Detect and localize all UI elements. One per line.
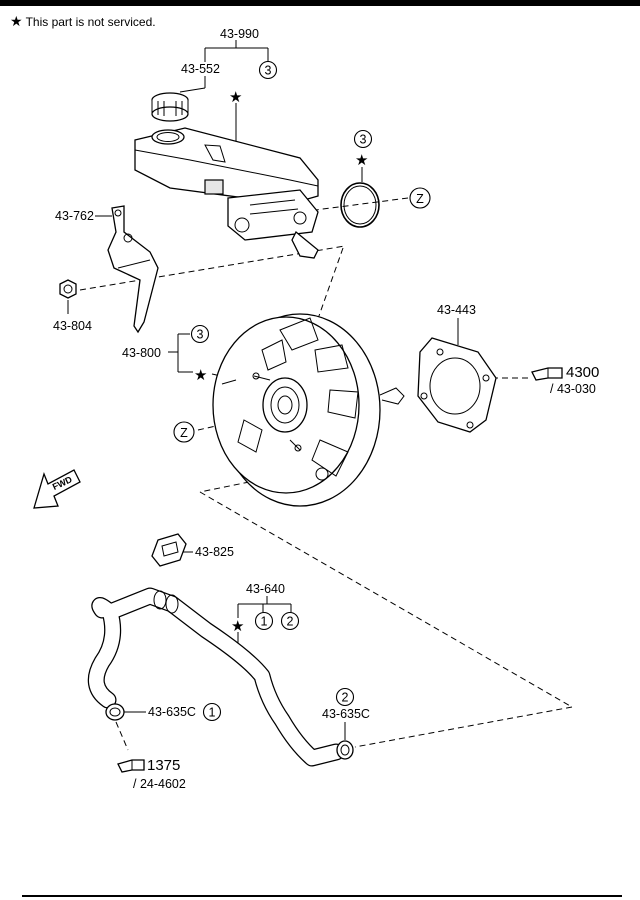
circled-2-hose: 2	[280, 611, 300, 631]
callout-43-640: 43-640	[246, 582, 285, 596]
ref-1375-sub: / 24-4602	[133, 777, 186, 791]
o-ring	[340, 182, 380, 228]
nut	[59, 279, 77, 299]
svg-text:2: 2	[287, 615, 294, 629]
callout-43-825: 43-825	[195, 545, 234, 559]
vacuum-hose	[87, 587, 345, 767]
svg-text:2: 2	[342, 691, 349, 705]
pointing-hand-icon	[531, 367, 563, 381]
circled-3-reservoir: 3	[258, 60, 278, 80]
callout-43-552: 43-552	[181, 62, 220, 76]
hose-clamp-upper	[336, 740, 354, 760]
pointing-hand-icon	[117, 759, 145, 773]
callout-43-443: 43-443	[437, 303, 476, 317]
star-icon: ★	[194, 367, 207, 384]
circled-1-clamp: 1	[202, 702, 222, 722]
callout-43-762: 43-762	[55, 209, 94, 223]
callout-43-635c-lower: 43-635C	[148, 705, 196, 719]
star-icon: ★	[231, 618, 244, 635]
legend-note: ★This part is not serviced.	[10, 13, 156, 30]
svg-text:Z: Z	[416, 192, 424, 206]
bracket	[107, 205, 159, 334]
circled-1-hose: 1	[254, 611, 274, 631]
svg-text:1: 1	[209, 706, 216, 720]
reference-4300: 4300 / 43-030	[531, 364, 599, 396]
circled-3-booster: 3	[190, 324, 210, 344]
ref-1375-number: 1375	[147, 757, 180, 774]
callout-43-804: 43-804	[53, 319, 92, 333]
legend-note-text: This part is not serviced.	[25, 15, 156, 29]
fwd-arrow-icon: FWD	[33, 469, 81, 509]
brake-booster	[212, 313, 405, 507]
circled-3-oring: 3	[353, 129, 373, 149]
gasket	[417, 337, 497, 433]
top-border	[0, 0, 640, 6]
star-icon: ★	[10, 13, 23, 29]
bottom-border	[22, 895, 622, 897]
ref-4300-number: 4300	[566, 364, 599, 381]
svg-text:3: 3	[197, 328, 204, 342]
hose-clamp-lower	[105, 703, 125, 721]
circled-z-oring: Z	[409, 187, 431, 209]
star-icon: ★	[229, 89, 242, 106]
svg-text:3: 3	[360, 133, 367, 147]
circled-z-booster: Z	[173, 421, 195, 443]
ref-4300-sub: / 43-030	[550, 382, 596, 396]
callout-43-635c-upper: 43-635C	[322, 707, 370, 721]
svg-text:3: 3	[265, 64, 272, 78]
svg-text:1: 1	[261, 615, 268, 629]
callout-43-990: 43-990	[220, 27, 259, 41]
reference-1375: 1375 / 24-4602	[117, 757, 186, 791]
star-icon: ★	[355, 152, 368, 169]
master-cylinder-reservoir	[134, 127, 319, 259]
reservoir-cap	[151, 92, 189, 122]
circled-2-clamp: 2	[335, 687, 355, 707]
hose-clip	[151, 533, 187, 567]
callout-43-800: 43-800	[122, 346, 161, 360]
svg-text:Z: Z	[180, 426, 188, 440]
